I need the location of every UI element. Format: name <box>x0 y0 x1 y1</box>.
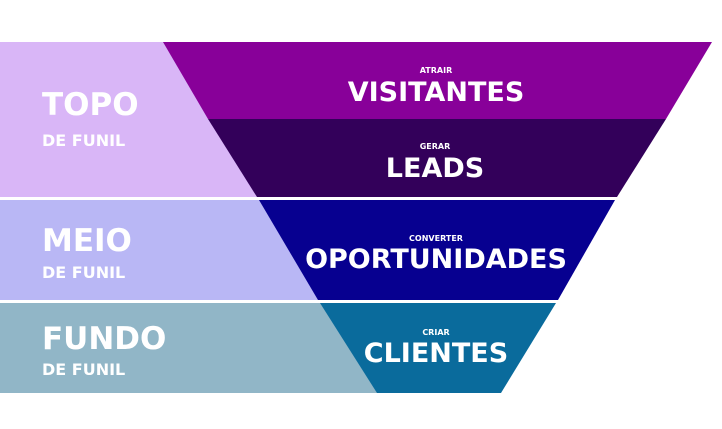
band-topo-title: TOPO <box>42 87 139 123</box>
band-topo-subtitle: DE FUNIL <box>42 131 125 150</box>
stage-oportunidades-noun: OPORTUNIDADES <box>305 244 567 275</box>
stage-leads-noun: LEADS <box>386 153 484 184</box>
band-meio-subtitle: DE FUNIL <box>42 263 125 282</box>
stage-leads-verb: GERAR <box>420 142 451 151</box>
band-fundo <box>0 303 377 393</box>
stage-clientes <box>320 303 556 393</box>
band-fundo-title: FUNDO <box>42 321 166 357</box>
stage-visitantes-verb: ATRAIR <box>420 66 453 75</box>
band-meio-title: MEIO <box>42 223 132 259</box>
stage-clientes-noun: CLIENTES <box>364 338 508 369</box>
stage-leads <box>208 119 666 197</box>
stage-visitantes-noun: VISITANTES <box>348 77 525 108</box>
stage-oportunidades <box>259 200 615 300</box>
stage-oportunidades-verb: CONVERTER <box>409 234 463 243</box>
band-meio <box>0 200 318 300</box>
band-fundo-subtitle: DE FUNIL <box>42 360 125 379</box>
stage-visitantes <box>163 42 712 119</box>
stage-clientes-verb: CRIAR <box>422 328 449 337</box>
